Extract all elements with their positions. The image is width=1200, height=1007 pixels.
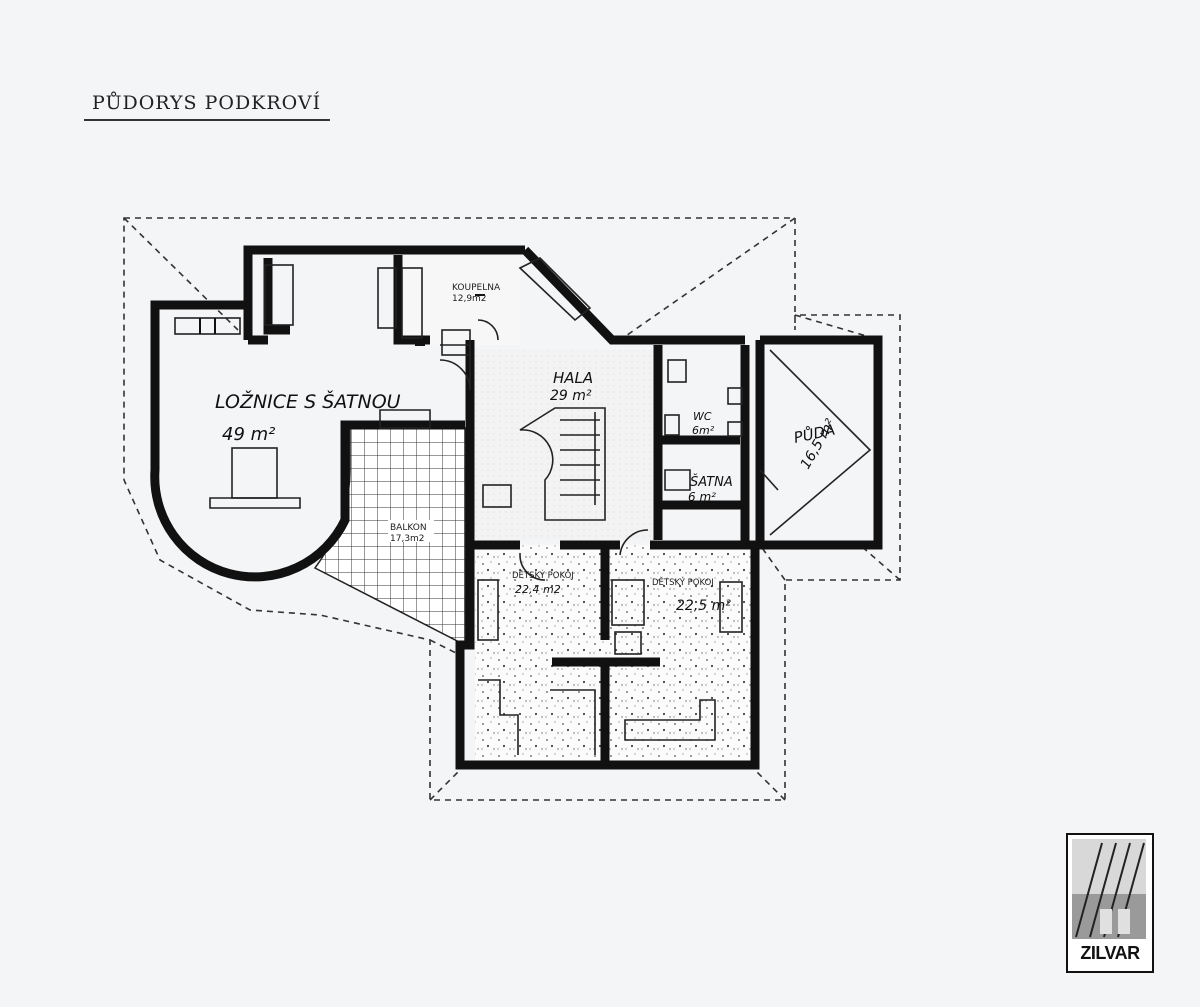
detsky2-label: DĚTSKÝ POKOJ <box>652 576 714 588</box>
satna-area: 6 m² <box>688 490 716 504</box>
hala-area: 29 m² <box>550 388 592 404</box>
page-title: PŮDORYS PODKROVÍ <box>92 92 322 114</box>
balkon-area: 17,3m2 <box>390 534 425 544</box>
walls <box>150 245 883 770</box>
satna-label: ŠATNA <box>690 474 733 490</box>
detsky1-label: DĚTSKÝ POKOJ <box>512 569 574 581</box>
room-labels: LOŽNICE S ŠATNOU 49 m² KOUPELNA 12,9m2 H… <box>215 283 839 614</box>
wc-area: 6m² <box>692 424 715 437</box>
loznice-area: 49 m² <box>222 424 275 445</box>
roof-outline <box>123 217 901 801</box>
detsky2-area: 22,5 m² <box>676 598 731 614</box>
loznice-label: LOŽNICE S ŠATNOU <box>215 389 401 413</box>
window-marks <box>199 294 485 346</box>
zilvar-logo: ZILVAR <box>1066 833 1154 973</box>
koupelna-area: 12,9m2 <box>452 294 487 304</box>
balkon-label: BALKON <box>390 523 427 533</box>
koupelna-label: KOUPELNA <box>452 283 501 293</box>
title-underline <box>84 119 330 121</box>
logo-wordmark: ZILVAR <box>1080 943 1140 963</box>
hala-label: HALA <box>553 369 593 387</box>
detsky1-area: 22,4 m2 <box>515 583 561 596</box>
wc-label: WC <box>693 410 712 423</box>
logo-graphic <box>1072 839 1146 939</box>
interior-lines <box>174 257 872 755</box>
